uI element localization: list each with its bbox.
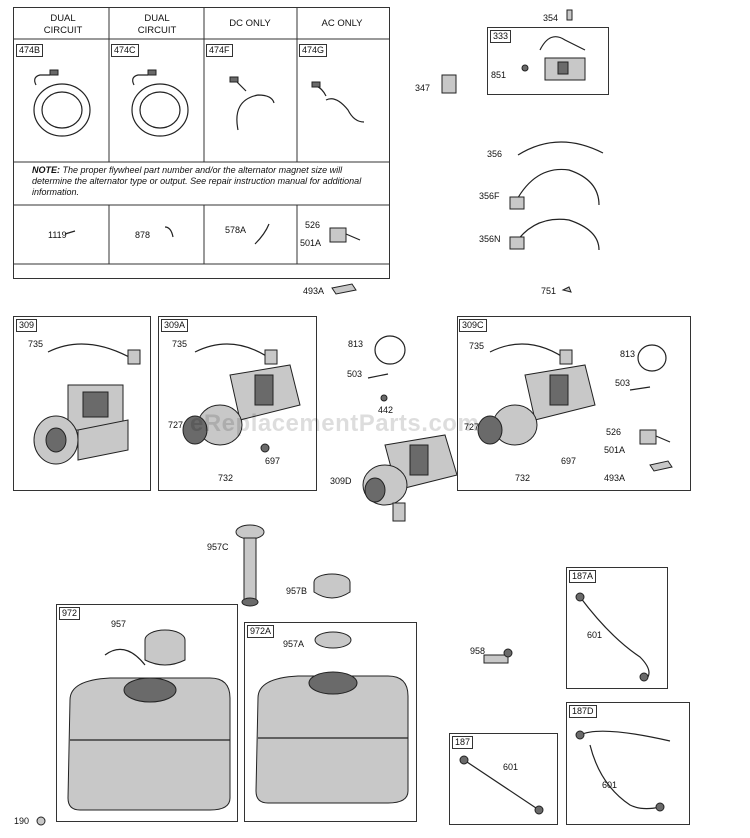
part-958-drawing	[483, 648, 513, 664]
alternator-table	[13, 7, 390, 279]
cables-356-drawing	[509, 141, 604, 251]
header-dual-circuit-1: DUAL CIRCUIT	[43, 13, 83, 36]
header-dual-circuit-2: DUAL CIRCUIT	[137, 13, 177, 36]
box-309A	[158, 316, 317, 491]
label-309-735: 735	[28, 339, 44, 349]
label-957C: 957C	[207, 542, 229, 552]
starter-309-drawing	[33, 343, 141, 465]
tag-309: 309	[16, 319, 38, 332]
label-493A-standalone: 493A	[303, 286, 325, 296]
part-503-drawing	[367, 373, 389, 379]
label-442: 442	[378, 405, 394, 415]
tag-309A: 309A	[161, 319, 189, 332]
part-957B-drawing	[313, 573, 351, 599]
label-813: 813	[348, 339, 364, 349]
label-309C-526: 526	[606, 427, 622, 437]
small-parts-drawing	[64, 223, 361, 245]
tag-187D: 187D	[569, 705, 597, 718]
label-503: 503	[347, 369, 363, 379]
box-333	[487, 27, 609, 95]
label-309C-813: 813	[620, 349, 636, 359]
part-333-drawing	[521, 36, 586, 81]
part-354-drawing	[566, 9, 573, 21]
label-878: 878	[135, 230, 151, 240]
alternator-474C-drawing	[131, 69, 189, 137]
label-347: 347	[415, 83, 431, 93]
tag-474B: 474B	[16, 44, 44, 57]
box-972	[56, 604, 238, 822]
part-813-drawing	[374, 335, 406, 365]
part-190-drawing	[36, 816, 46, 826]
part-442-drawing	[380, 394, 388, 402]
part-493A-drawing	[331, 283, 357, 295]
hose-187A-drawing	[575, 592, 650, 682]
note-text: The proper flywheel part number and/or t…	[32, 165, 362, 197]
label-309C-732: 732	[515, 473, 531, 483]
alternator-474F-drawing	[229, 76, 275, 131]
label-309C-493A: 493A	[604, 473, 626, 483]
tag-187A: 187A	[569, 570, 597, 583]
label-309C-697: 697	[561, 456, 577, 466]
alternator-note: NOTE: The proper flywheel part number an…	[32, 165, 382, 198]
label-526-top: 526	[305, 220, 321, 230]
label-309A-697: 697	[265, 456, 281, 466]
part-957C-drawing	[235, 524, 265, 607]
box-187A	[566, 567, 668, 689]
label-190: 190	[14, 816, 30, 826]
tag-187: 187	[452, 736, 474, 749]
tag-474G: 474G	[299, 44, 328, 57]
label-851: 851	[491, 70, 507, 80]
tag-309C: 309C	[459, 319, 487, 332]
tag-972A: 972A	[247, 625, 275, 638]
label-309A-735: 735	[172, 339, 188, 349]
label-972-957: 957	[111, 619, 127, 629]
label-356: 356	[487, 149, 503, 159]
header-ac-only: AC ONLY	[321, 18, 363, 29]
alternator-table-grid	[13, 7, 390, 265]
label-356F: 356F	[479, 191, 500, 201]
label-958: 958	[470, 646, 486, 656]
starter-309A-drawing	[182, 343, 301, 453]
label-309A-732: 732	[218, 473, 234, 483]
label-354: 354	[543, 13, 559, 23]
header-dc-only: DC ONLY	[229, 18, 271, 29]
label-309C-727A: 727A	[464, 422, 486, 432]
part-347-drawing	[441, 74, 457, 94]
box-309	[13, 316, 151, 491]
tag-474C: 474C	[111, 44, 139, 57]
starter-309D-drawing	[362, 434, 458, 522]
label-309C-735: 735	[469, 341, 485, 351]
label-309C-503: 503	[615, 378, 631, 388]
hose-187-drawing	[459, 755, 544, 815]
tank-972-drawing	[67, 629, 231, 811]
label-501A-top: 501A	[300, 238, 322, 248]
box-309C	[457, 316, 691, 491]
label-187D-601: 601	[602, 780, 618, 790]
label-751: 751	[541, 286, 557, 296]
hose-187D-drawing	[575, 730, 671, 812]
label-309A-727A: 727A	[168, 420, 190, 430]
tag-474F: 474F	[206, 44, 233, 57]
tag-333: 333	[490, 30, 512, 43]
label-187A-601: 601	[587, 630, 603, 640]
box-187	[449, 733, 558, 825]
label-356N: 356N	[479, 234, 501, 244]
label-309C-501A: 501A	[604, 445, 626, 455]
label-578A: 578A	[225, 225, 247, 235]
tank-972A-drawing	[255, 631, 409, 804]
tag-972: 972	[59, 607, 81, 620]
part-751-drawing	[561, 286, 572, 293]
alternator-474B-drawing	[33, 69, 91, 137]
box-972A	[244, 622, 417, 822]
note-label: NOTE:	[32, 165, 60, 175]
label-187-601: 601	[503, 762, 519, 772]
alternator-474G-drawing	[311, 81, 365, 123]
label-972A-957A: 957A	[283, 639, 305, 649]
label-1119: 1119	[48, 230, 67, 240]
label-309D: 309D	[330, 476, 352, 486]
watermark: eReplacementParts.com	[190, 410, 480, 437]
box-187D	[566, 702, 690, 825]
starter-309C-drawing	[477, 343, 673, 472]
label-957B: 957B	[286, 586, 308, 596]
